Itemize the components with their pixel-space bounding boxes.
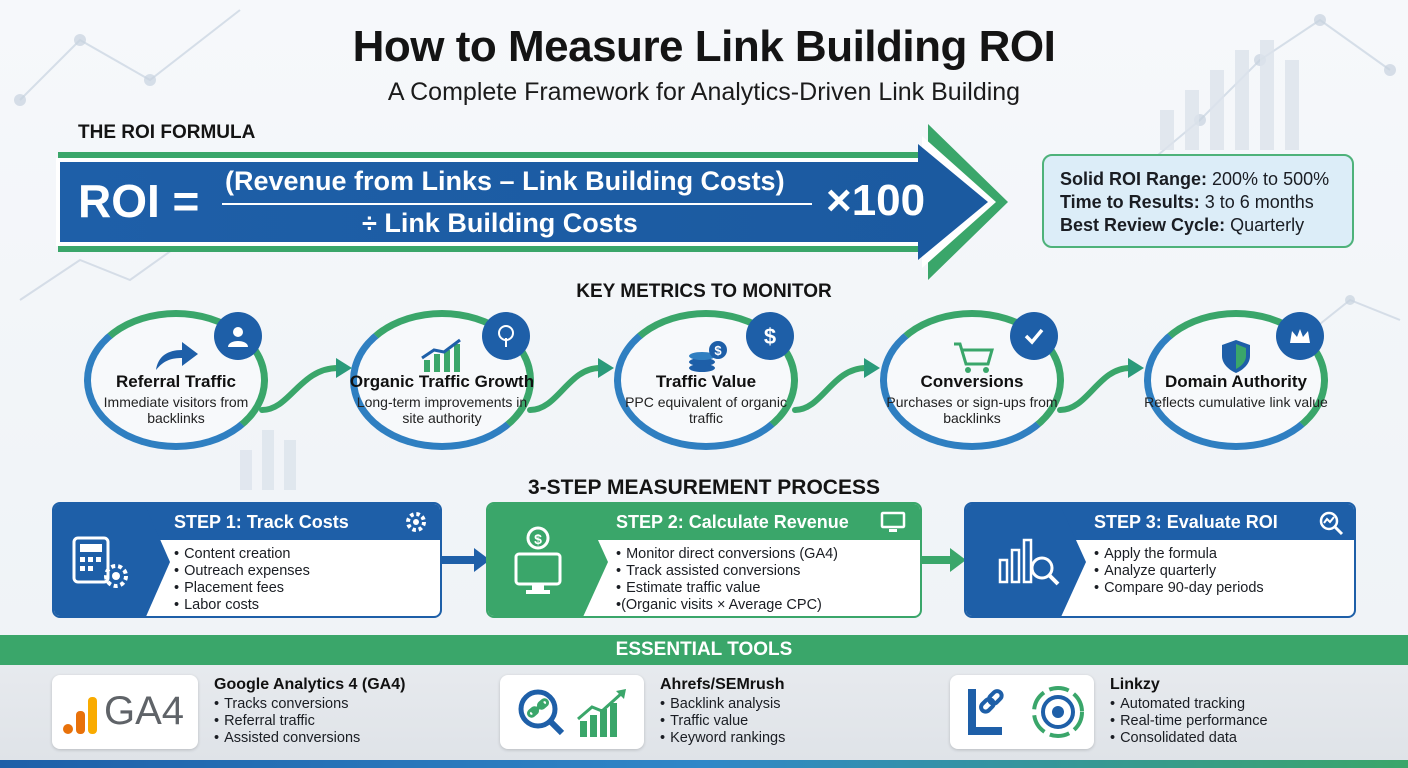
ahrefs-logo-card xyxy=(500,675,644,749)
list-item: Assisted conversions xyxy=(214,730,360,747)
tool-name-ahrefs-semrush: Ahrefs/SEMrush xyxy=(660,676,785,693)
list-item: Placement fees xyxy=(174,580,310,597)
list-item: Compare 90-day periods xyxy=(1094,580,1264,597)
step-evaluate-roi: STEP 3: Evaluate ROI Apply the formula A… xyxy=(964,502,1356,618)
bottom-gradient-strip xyxy=(0,760,1408,768)
list-item: Apply the formula xyxy=(1094,546,1264,563)
step-calculate-revenue: STEP 2: Calculate Revenue $ Monitor dire… xyxy=(486,502,922,618)
ga4-logo-text: GA4 xyxy=(104,689,185,733)
linkzy-logo-icon xyxy=(968,686,1084,738)
info-row-time-to-results: Time to Results: 3 to 6 months xyxy=(1060,192,1314,212)
share-arrow-icon xyxy=(156,342,198,370)
formula-arrow-shape xyxy=(56,124,1008,280)
step-side-panel xyxy=(966,504,1086,616)
list-item: Traffic value xyxy=(660,713,785,730)
step-track-costs: STEP 1: Track Costs Content creation Out… xyxy=(52,502,442,618)
list-item: Content creation xyxy=(174,546,310,563)
formula-multiplier: ×100 xyxy=(826,176,926,225)
monitor-dollar-icon: $ xyxy=(514,526,562,594)
metric-title: Traffic Value xyxy=(655,372,757,391)
user-icon xyxy=(214,312,262,360)
formula-denominator: ÷ Link Building Costs xyxy=(362,208,638,238)
shield-icon xyxy=(1222,340,1250,373)
list-item: Tracks conversions xyxy=(214,696,360,713)
list-item: Track assisted conversions xyxy=(616,563,838,580)
metric-description: PPC equivalent of organic traffic xyxy=(625,394,787,426)
page-title: How to Measure Link Building ROI xyxy=(352,22,1056,71)
tool-features-linkzy: Automated tracking Real-time performance… xyxy=(1110,696,1268,747)
list-item: Keyword rankings xyxy=(660,730,785,747)
coins-icon: $ xyxy=(689,341,727,372)
crown-icon xyxy=(1276,312,1324,360)
formula-numerator: (Revenue from Links – Link Building Cost… xyxy=(225,166,785,196)
metric-description: Long-term improvements in site authority xyxy=(356,394,528,426)
list-item: (Organic visits × Average CPC) xyxy=(616,597,838,614)
tool-features-ga4: Tracks conversions Referral traffic Assi… xyxy=(214,696,360,747)
list-item: Estimate traffic value xyxy=(616,580,838,597)
list-item: Monitor direct conversions (GA4) xyxy=(616,546,838,563)
list-item: Analyze quarterly xyxy=(1094,563,1264,580)
metric-description: Purchases or sign-ups from backlinks xyxy=(886,394,1058,426)
step-arrow-2 xyxy=(922,548,966,572)
metric-ring xyxy=(1144,310,1328,450)
process-heading: 3-STEP MEASUREMENT PROCESS xyxy=(527,476,880,499)
list-item: Referral traffic xyxy=(214,713,360,730)
gear-icon xyxy=(406,512,426,532)
key-metrics-heading: KEY METRICS TO MONITOR xyxy=(576,281,832,302)
svg-text:$: $ xyxy=(714,343,722,358)
metric-description: Reflects cumulative link value xyxy=(1144,394,1328,410)
metric-organic-traffic-growth: Organic Traffic Growth Long-term improve… xyxy=(350,310,534,450)
roi-info-box: Solid ROI Range: 200% to 500% Time to Re… xyxy=(1042,154,1354,248)
list-item: Outreach expenses xyxy=(174,563,310,580)
metric-domain-authority: Domain Authority Reflects cumulative lin… xyxy=(1144,310,1328,450)
info-row-review-cycle: Best Review Cycle: Quarterly xyxy=(1060,215,1305,235)
metric-title: Conversions xyxy=(920,372,1024,391)
list-item: Consolidated data xyxy=(1110,730,1268,747)
dollar-icon: $ xyxy=(746,312,794,360)
tool-name-linkzy: Linkzy xyxy=(1110,676,1160,693)
growth-chart-icon xyxy=(421,338,461,372)
step-side-panel xyxy=(488,504,608,616)
list-item: Backlink analysis xyxy=(660,696,785,713)
shopping-cart-icon xyxy=(954,342,994,373)
ga4-logo-card: GA4 xyxy=(52,675,198,749)
metric-title: Domain Authority xyxy=(1165,372,1307,391)
list-item: Labor costs xyxy=(174,597,310,614)
step-arrow-1 xyxy=(442,548,490,572)
search-trend-icon xyxy=(1319,511,1344,536)
linkzy-logo-card xyxy=(950,675,1094,749)
tree-icon xyxy=(482,312,530,360)
check-icon xyxy=(1010,312,1058,360)
link-search-growth-icon xyxy=(518,689,626,737)
chart-magnifier-icon xyxy=(998,538,1060,586)
roi-formula-heading: THE ROI FORMULA xyxy=(78,122,256,143)
tool-features-ahrefs-semrush: Backlink analysis Traffic value Keyword … xyxy=(660,696,785,747)
formula-lhs: ROI = xyxy=(78,175,200,227)
metric-title: Referral Traffic xyxy=(116,372,236,391)
list-item: Automated tracking xyxy=(1110,696,1268,713)
ga4-bars-icon xyxy=(63,697,97,734)
step-items: Apply the formula Analyze quarterly Comp… xyxy=(1094,546,1264,597)
formula-fraction-line xyxy=(222,203,812,205)
page-subtitle: A Complete Framework for Analytics-Drive… xyxy=(387,78,1021,106)
tool-name-ga4: Google Analytics 4 (GA4) xyxy=(214,676,406,693)
svg-text:$: $ xyxy=(764,324,776,349)
step-items: Monitor direct conversions (GA4) Track a… xyxy=(616,546,838,614)
calculator-gear-icon xyxy=(72,536,128,588)
svg-text:$: $ xyxy=(534,531,542,547)
list-item: Real-time performance xyxy=(1110,713,1267,730)
info-row-roi-range: Solid ROI Range: 200% to 500% xyxy=(1060,169,1330,189)
monitor-icon xyxy=(880,511,906,532)
metric-description: Immediate visitors from backlinks xyxy=(103,394,249,426)
step-items: Content creation Outreach expenses Place… xyxy=(174,546,310,614)
essential-tools-heading: ESSENTIAL TOOLS xyxy=(0,635,1408,665)
metric-title: Organic Traffic Growth xyxy=(349,372,535,391)
